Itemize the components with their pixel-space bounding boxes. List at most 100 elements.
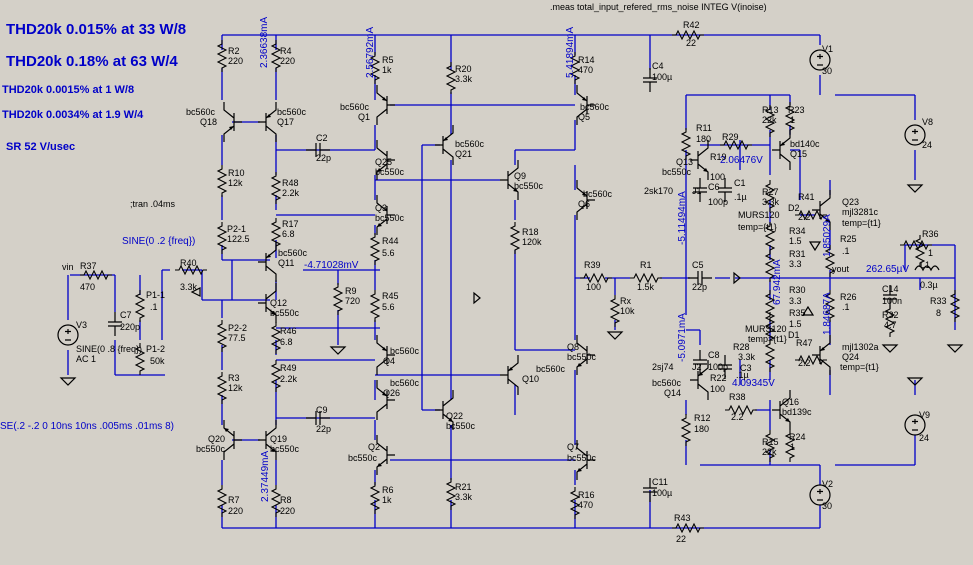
label-q23temp: temp={t1} (842, 218, 881, 228)
label-r6: R6 (382, 485, 394, 495)
label-r9: R9 (345, 286, 357, 296)
label-j1: J1 (692, 186, 702, 196)
current-q23: 1.85029A (822, 214, 833, 257)
label-q1t: bc560c (340, 102, 370, 112)
label-q16t: bd139c (782, 407, 812, 417)
label-r23v: 1 (790, 115, 795, 125)
label-r16: R16 (578, 490, 595, 500)
label-q5: Q5 (578, 112, 590, 122)
label-r24v: 1 (790, 442, 795, 452)
label-q22: Q22 (446, 411, 463, 421)
label-c6v: 100p (708, 197, 728, 207)
label-v3a: SINE(0 .8 {freq}) (76, 344, 142, 354)
label-q14t: bc560c (652, 378, 682, 388)
label-c8: C8 (708, 350, 720, 360)
label-p21: P2-1 (227, 224, 246, 234)
label-c2v: 22p (316, 153, 331, 163)
label-r9v: 720 (345, 296, 360, 306)
label-r8: R8 (280, 495, 292, 505)
label-q19: Q19 (270, 434, 287, 444)
label-yout: yout (832, 264, 850, 274)
label-r43: R43 (674, 513, 691, 523)
label-r47: R47 (796, 338, 813, 348)
label-p12v: 50k (150, 356, 165, 366)
voltage-r19: 2.06476V (720, 155, 763, 166)
label-q10t: bc560c (536, 364, 566, 374)
label-c9v: 22p (316, 424, 331, 434)
label-r30v: 3.3 (789, 296, 802, 306)
label-r38: R38 (729, 392, 746, 402)
label-r21v: 3.3k (455, 492, 473, 502)
label-r40: R40 (180, 258, 197, 268)
label-r35: R35 (789, 308, 806, 318)
label-d1temp: temp={t1} (748, 334, 787, 344)
label-r5: R5 (382, 55, 394, 65)
label-j2: J2 (692, 362, 702, 372)
annotation-text: THD20k 0.015% at 33 W/8 THD20k 0.18% at … (0, 2, 767, 432)
label-r44v: 5.6 (382, 248, 395, 258)
label-c2: C2 (316, 133, 328, 143)
label-q14: Q14 (664, 388, 681, 398)
label-r34v: 1.5 (789, 236, 802, 246)
label-v3: V3 (76, 320, 87, 330)
thd-note-4: THD20k 0.0034% at 1.9 W/4 (2, 109, 144, 121)
label-q24: Q24 (842, 352, 859, 362)
label-r12v: 180 (694, 424, 709, 434)
label-r20v: 3.3k (455, 74, 473, 84)
meas-directive: .meas total_input_refered_rms_noise INTE… (550, 2, 767, 12)
label-r12: R12 (694, 413, 711, 423)
label-r39: R39 (584, 260, 601, 270)
label-q3t: bc550c (375, 213, 405, 223)
label-r27: R27 (762, 187, 779, 197)
label-q26: Q26 (383, 388, 400, 398)
label-r37: R37 (80, 261, 97, 271)
label-v8v: 24 (922, 140, 932, 150)
label-j2t: 2sj74 (652, 362, 674, 372)
label-q17: Q17 (277, 117, 294, 127)
label-r2v: 220 (228, 56, 243, 66)
label-r45v: 5.6 (382, 302, 395, 312)
label-v8: V8 (922, 117, 933, 127)
label-r6v: 1k (382, 495, 392, 505)
label-q13t: bc550c (662, 167, 692, 177)
label-q15t: bd140c (790, 139, 820, 149)
label-r7v: 220 (228, 506, 243, 516)
label-r37v: 470 (80, 282, 95, 292)
current-q19: 2.37449mA (260, 451, 271, 502)
label-r13v: 22k (762, 115, 777, 125)
label-c7: C7 (120, 310, 132, 320)
label-r3: R3 (228, 373, 240, 383)
label-q21t: bc560c (455, 139, 485, 149)
thd-note-1: THD20k 0.015% at 33 W/8 (6, 21, 186, 38)
label-r18: R18 (522, 227, 539, 237)
label-c14: C14 (882, 284, 899, 294)
label-c5v: 22p (692, 282, 707, 292)
current-j1: -5.11494mA (677, 191, 688, 245)
thd-note-2: THD20k 0.18% at 63 W/4 (6, 53, 178, 70)
label-r49: R49 (280, 363, 297, 373)
label-c6: C6 (708, 182, 720, 192)
label-r18v: 120k (522, 237, 542, 247)
label-q22t: bc550c (446, 421, 476, 431)
current-q13c: -5.0971mA (677, 313, 688, 362)
label-q25: Q25 (375, 157, 392, 167)
label-c1: C1 (734, 178, 746, 188)
label-r22: R22 (710, 373, 727, 383)
label-d2: D2 (788, 203, 800, 213)
label-r39v: 100 (586, 282, 601, 292)
label-vin: vin (62, 262, 74, 272)
label-v9v: 24 (919, 433, 929, 443)
label-r41v: 2.2 (798, 212, 811, 222)
current-q24: 1.84687A (822, 292, 833, 335)
label-r22v: 100 (710, 384, 725, 394)
sine-source-label: SINE(0 .2 {freq}) (122, 236, 195, 247)
label-r36v: 1 (928, 248, 933, 258)
label-l1: L1 (920, 260, 930, 270)
label-v2v: 30 (822, 501, 832, 511)
label-r7: R7 (228, 495, 240, 505)
label-v1v: 30 (822, 66, 832, 76)
label-d2temp: temp={t1} (738, 222, 777, 232)
label-d2t: MURS120 (738, 210, 780, 220)
current-q5: 5.41894mA (565, 27, 576, 78)
